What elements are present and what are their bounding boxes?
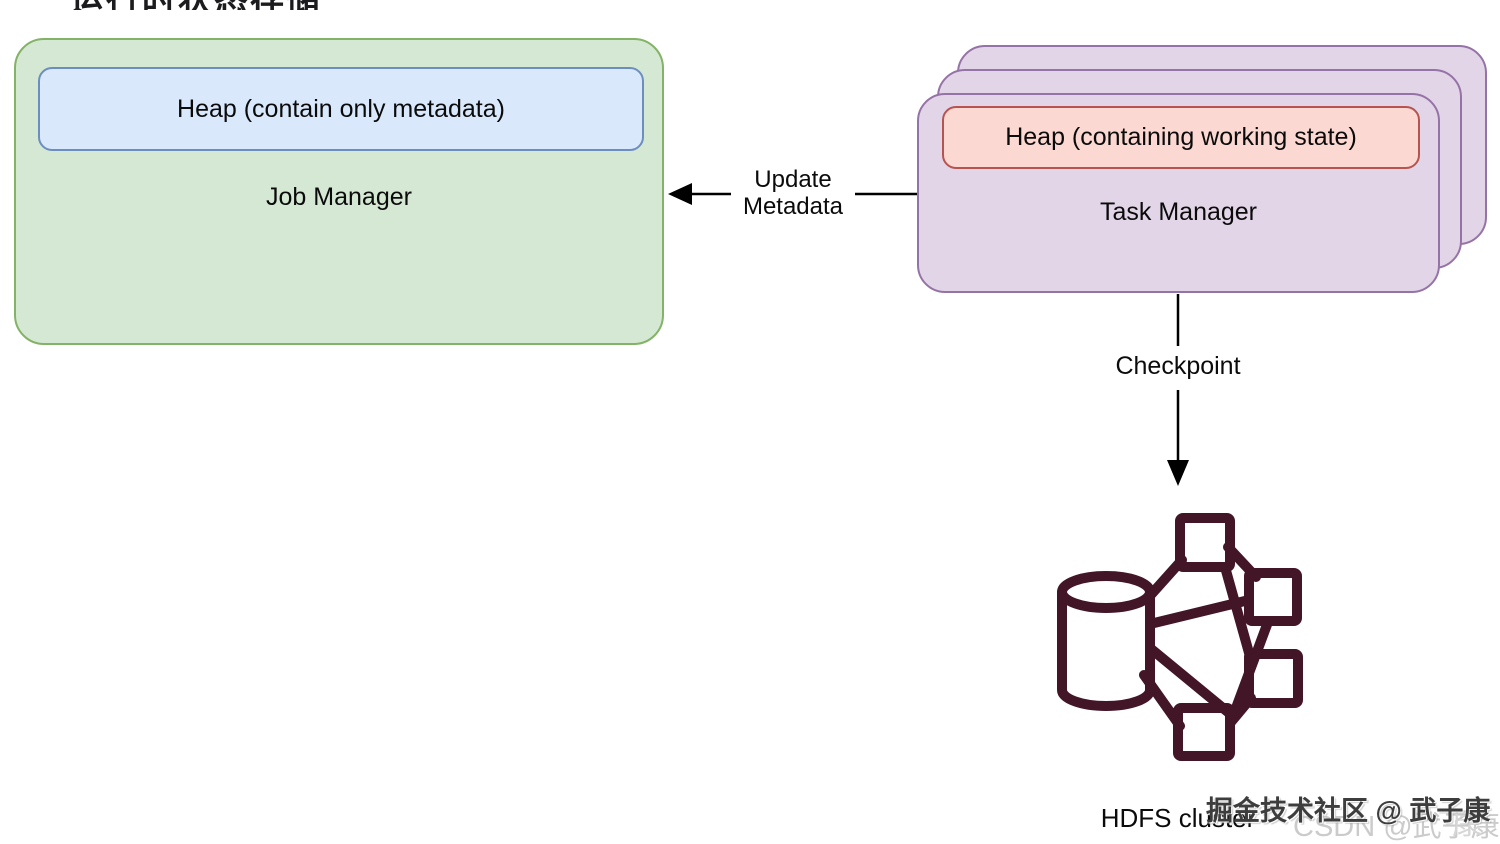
task-manager-heap-box: Heap (containing working state) [942,106,1420,169]
job-manager-heap-label: Heap (contain only metadata) [177,94,505,123]
cluster-node-lower-right [1244,649,1303,708]
watermark-juejin: 掘金技术社区 @ 武子康 [1206,796,1491,826]
hdfs-cluster-label: HDFS cluster [1100,803,1256,833]
cluster-node-upper-right [1244,568,1302,626]
database-cluster-icon [1057,513,1303,761]
checkpoint-arrow [1167,294,1189,486]
watermark-ghost-char: 康 [1452,806,1483,841]
watermark-csdn: CSDN @武子康 [1293,811,1500,843]
task-manager-card-front: Heap (containing working state) Task Man… [917,93,1440,293]
job-manager-label: Job Manager [266,183,412,211]
clipped-page-title-text: 运行时状态存储 [70,0,370,10]
task-manager-label: Task Manager [1099,198,1258,226]
update-metadata-label: Update Metadata [731,166,855,220]
update-metadata-label-line2: Metadata [742,193,844,220]
database-cylinder-icon [1057,571,1155,711]
cluster-nodes [1173,513,1303,761]
job-manager-box: Heap (contain only metadata) Job Manager [14,38,664,345]
job-manager-heap-box: Heap (contain only metadata) [38,67,644,151]
cluster-node-bottom [1173,703,1235,761]
update-metadata-label-line1: Update [754,166,832,193]
cluster-node-top [1175,513,1235,572]
checkpoint-label: Checkpoint [1108,352,1248,381]
task-manager-heap-label: Heap (containing working state) [1005,123,1357,151]
clipped-page-title: 运行时状态存储 [70,0,370,10]
